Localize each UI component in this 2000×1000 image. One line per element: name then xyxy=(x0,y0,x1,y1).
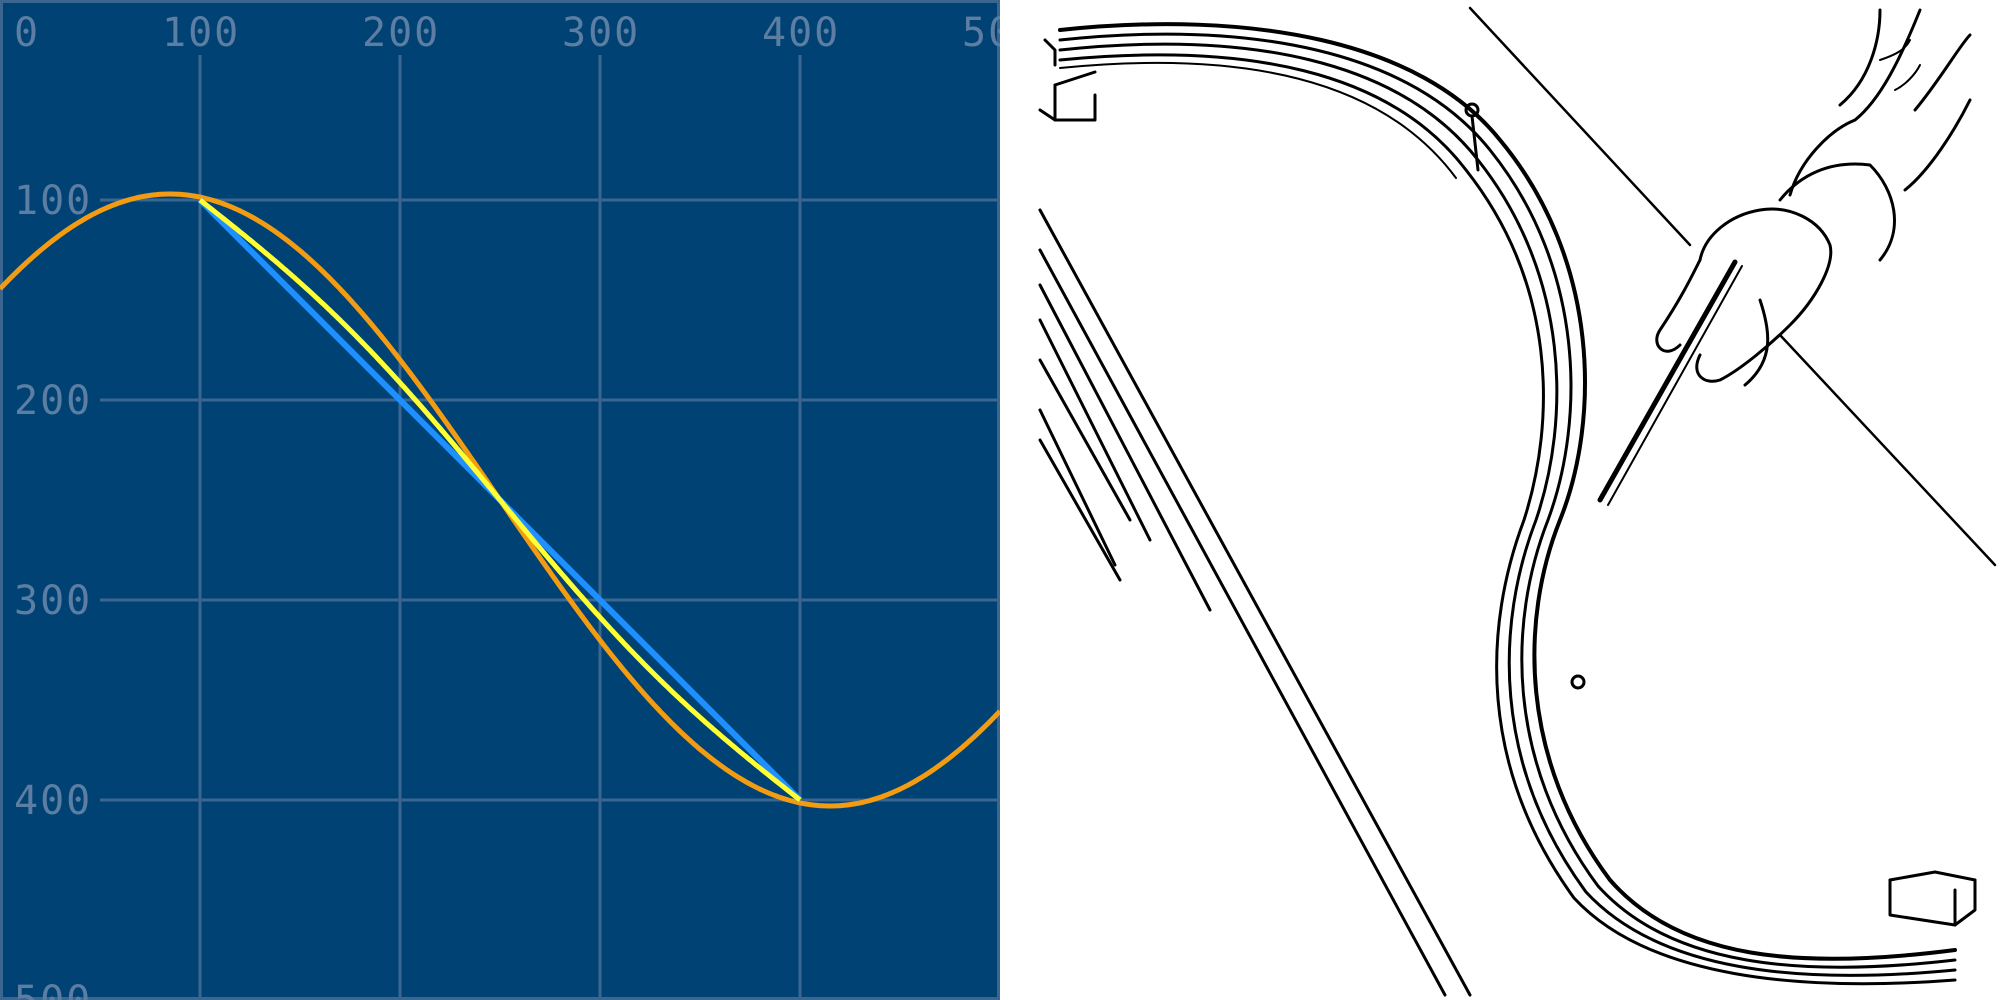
y-tick-label: 200 xyxy=(14,378,92,424)
flexible-curve-ruler-drawing-icon xyxy=(1038,6,1997,997)
x-tick-label: 0 xyxy=(14,10,40,56)
x-tick-label: 400 xyxy=(762,10,840,56)
diagonal-lines-right xyxy=(1468,6,1997,567)
y-tick-label: 400 xyxy=(14,778,92,824)
grid-lines xyxy=(0,0,1000,1000)
flexible-curve-ruler-icon xyxy=(1058,22,1957,986)
curve-plot: 0 100 200 300 400 500 100 200 300 400 500 xyxy=(0,0,1000,1000)
hand-with-pen-icon xyxy=(1597,8,1972,506)
flexible-curve-illustration xyxy=(1000,0,2000,1000)
bottom-weight-icon xyxy=(1888,870,1977,927)
y-tick-label: 100 xyxy=(14,178,92,224)
y-tick-label: 500 xyxy=(14,978,92,1000)
x-tick-label: 100 xyxy=(162,10,240,56)
top-weight-icon xyxy=(1038,38,1097,122)
x-tick-labels: 0 100 200 300 400 500 xyxy=(14,10,1000,56)
curve-plot-panel: 0 100 200 300 400 500 100 200 300 400 500 xyxy=(0,0,1000,1000)
yellow-curve-segment xyxy=(198,198,802,802)
x-tick-label: 300 xyxy=(562,10,640,56)
plot-frame xyxy=(0,0,1000,1000)
x-tick-label: 200 xyxy=(362,10,440,56)
x-tick-label: 500 xyxy=(962,10,1000,56)
y-tick-label: 300 xyxy=(14,578,92,624)
y-tick-labels: 100 200 300 400 500 xyxy=(14,178,92,1000)
hatching-lines xyxy=(1038,208,1472,997)
